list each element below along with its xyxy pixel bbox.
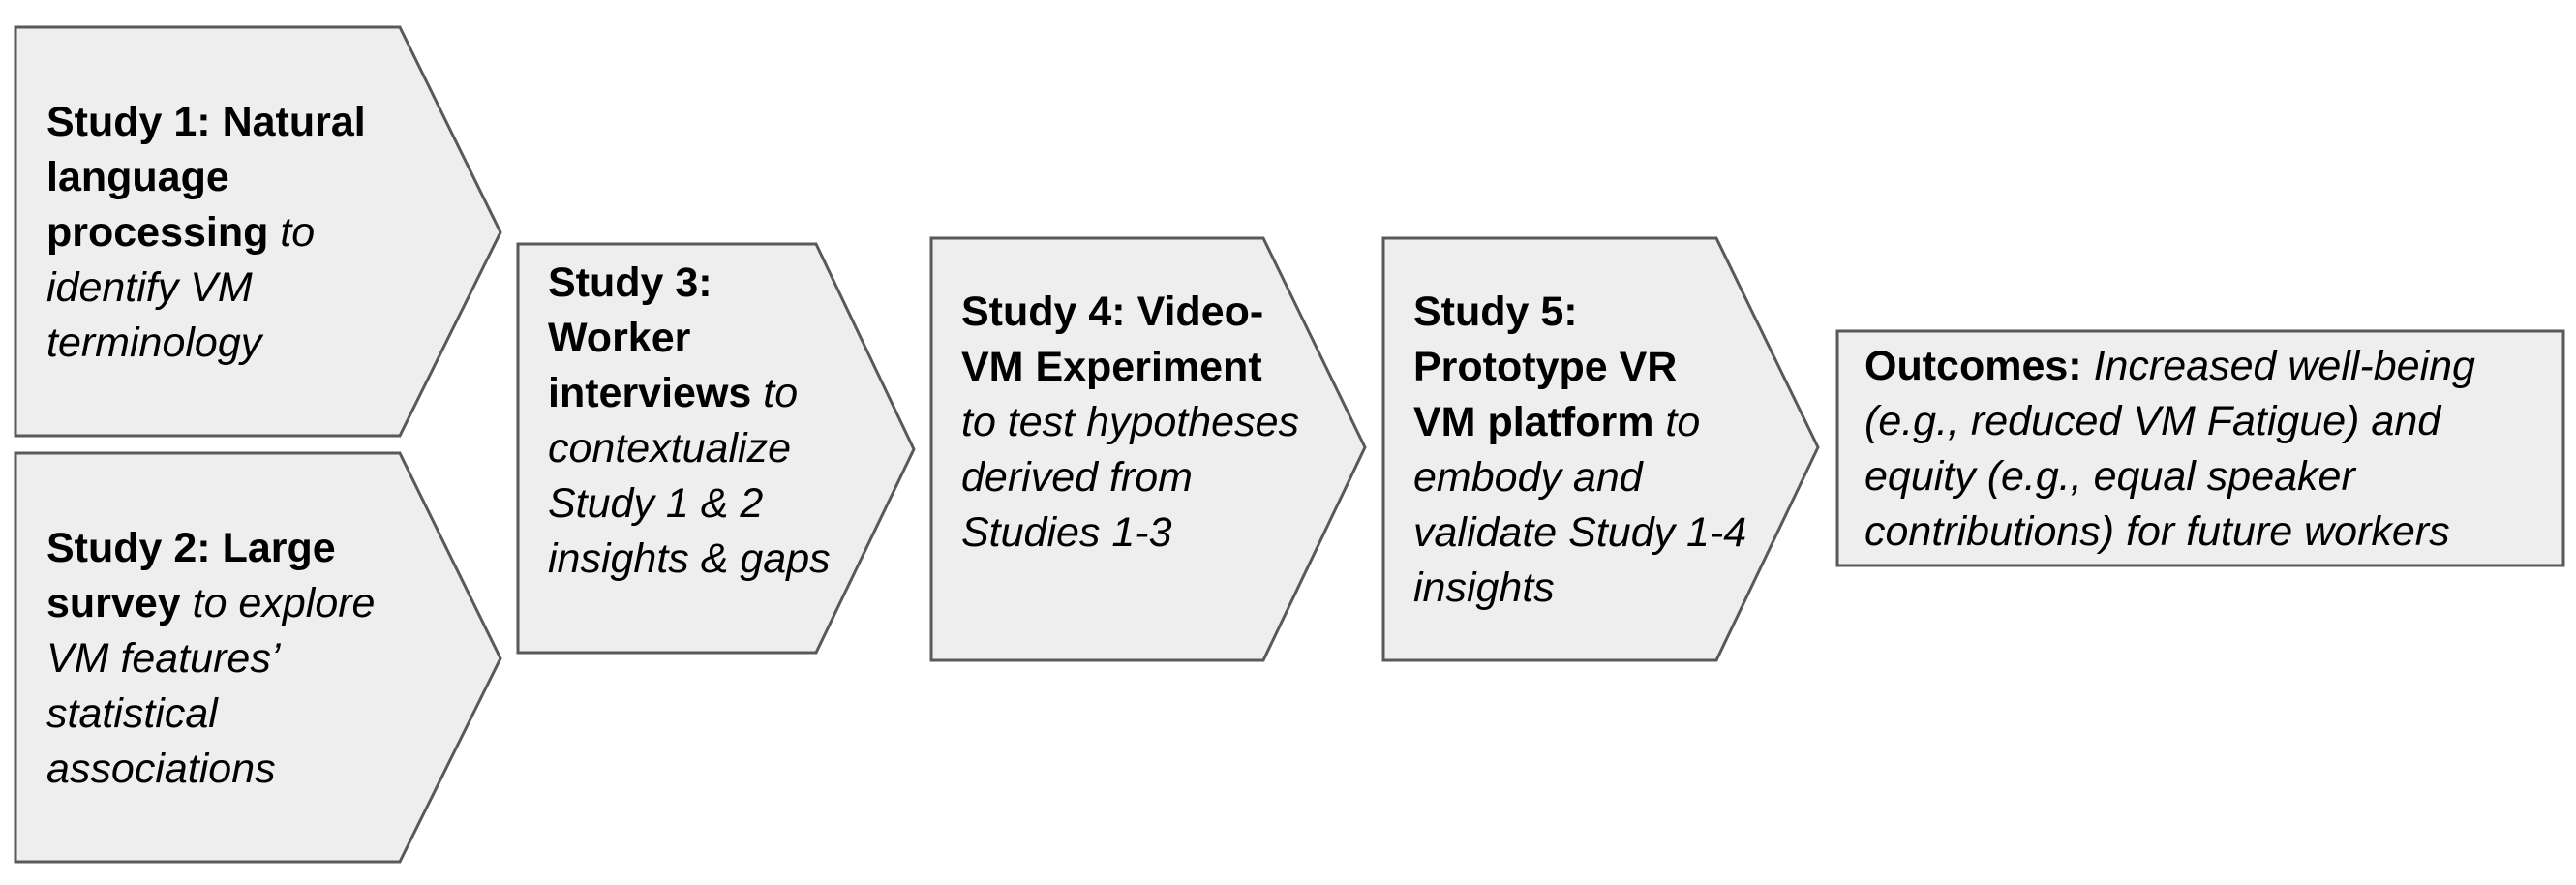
- study3-title: Study 3: Worker interviews: [548, 259, 752, 416]
- outcomes-title: Outcomes:: [1864, 343, 2082, 389]
- study3-label: Study 3: Worker interviews to contextual…: [548, 256, 838, 587]
- study4-label: Study 4: Video-VM Experiment to test hyp…: [961, 285, 1305, 561]
- study1-title: Study 1: Natural language processing: [46, 99, 366, 256]
- outcomes-label: Outcomes: Increased well-being (e.g., re…: [1864, 339, 2552, 560]
- study2-title: Study 2: Large survey: [46, 525, 336, 626]
- study5-label: Study 5: Prototype VR VM platform to emb…: [1413, 285, 1747, 616]
- study3-description: to contextualize Study 1 & 2 insights & …: [548, 370, 831, 582]
- study4-description: to test hypotheses derived from Studies …: [961, 399, 1299, 556]
- study2-description: to explore VM features’ statistical asso…: [46, 580, 376, 792]
- study5-title: Study 5: Prototype VR VM platform: [1413, 289, 1678, 445]
- study1-chevron: [14, 25, 502, 438]
- study4-title: Study 4: Video-VM Experiment: [961, 289, 1264, 390]
- study5-chevron: [1381, 236, 1820, 662]
- study5-description: to embody and validate Study 1-4 insight…: [1413, 399, 1747, 611]
- study2-label: Study 2: Large survey to explore VM feat…: [46, 521, 419, 797]
- study2-chevron: [14, 451, 502, 864]
- study4-chevron: [929, 236, 1367, 662]
- study1-description: to identify VM terminology: [46, 209, 316, 366]
- study1-label: Study 1: Natural language processing to …: [46, 95, 405, 371]
- study3-chevron: [516, 242, 916, 655]
- outcomes-description: Increased well-being (e.g., reduced VM F…: [1864, 343, 2475, 555]
- outcomes-box: [1835, 329, 2565, 567]
